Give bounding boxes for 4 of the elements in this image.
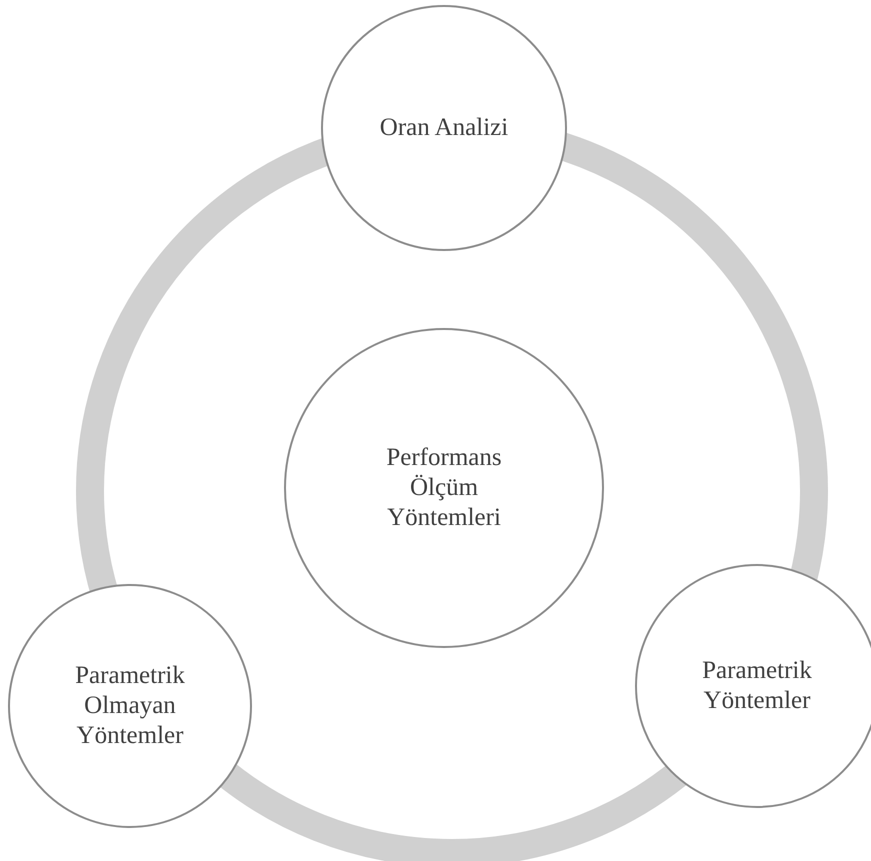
node-label: Oran Analizi [380,113,508,143]
node-label: Parametrik Yöntemler [701,656,813,716]
node-label: Parametrik Olmayan Yöntemler [74,661,186,751]
node-label: Performans Ölçüm Yöntemleri [385,443,503,533]
